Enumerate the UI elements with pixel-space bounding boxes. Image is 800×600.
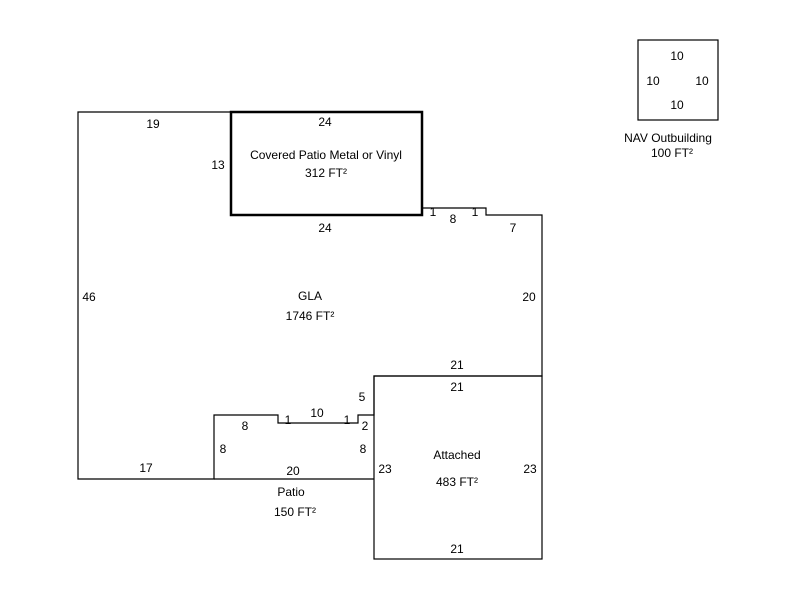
dim: 13 [211,158,225,172]
garage-outline [373,375,543,560]
dim: 10 [695,74,709,88]
gla-area: 1746 FT² [286,309,335,323]
dimension-labels: 19 46 17 20 7 1 8 1 24 13 24 21 8 8 1 10… [82,49,709,556]
dim: 10 [670,49,684,63]
dim: 17 [139,461,153,475]
dim: 10 [646,74,660,88]
dim: 1 [430,205,437,219]
dim: 8 [360,442,367,456]
outbuilding-label: NAV Outbuilding [624,131,712,145]
dim: 21 [450,542,464,556]
dim: 19 [146,117,160,131]
dim: 21 [450,358,464,372]
dim: 5 [359,390,366,404]
covered-patio-area: 312 FT² [305,166,347,180]
patio-label: Patio [277,485,305,499]
gla-label: GLA [298,289,322,303]
dim: 1 [472,205,479,219]
dim: 8 [450,212,457,226]
dim: 46 [82,290,96,304]
dim: 20 [286,464,300,478]
dim: 24 [318,115,332,129]
outbuilding-outline [637,39,719,121]
patio-area: 150 FT² [274,505,316,519]
dim: 7 [510,221,517,235]
dim: 20 [522,290,536,304]
attached-area: 483 FT² [436,475,478,489]
dim: 24 [318,221,332,235]
dim: 10 [310,406,324,420]
dim: 1 [285,413,292,427]
outbuilding-area: 100 FT² [651,146,693,160]
dim: 23 [378,462,392,476]
covered-patio-outline [229,110,424,217]
dim: 8 [220,442,227,456]
dim: 8 [242,419,249,433]
gla-outline [77,111,543,480]
covered-patio-label: Covered Patio Metal or Vinyl [250,148,402,162]
dim: 1 [344,413,351,427]
dim: 10 [670,98,684,112]
dim: 2 [362,419,369,433]
attached-label: Attached [433,448,480,462]
dim: 23 [523,462,537,476]
dim: 21 [450,380,464,394]
